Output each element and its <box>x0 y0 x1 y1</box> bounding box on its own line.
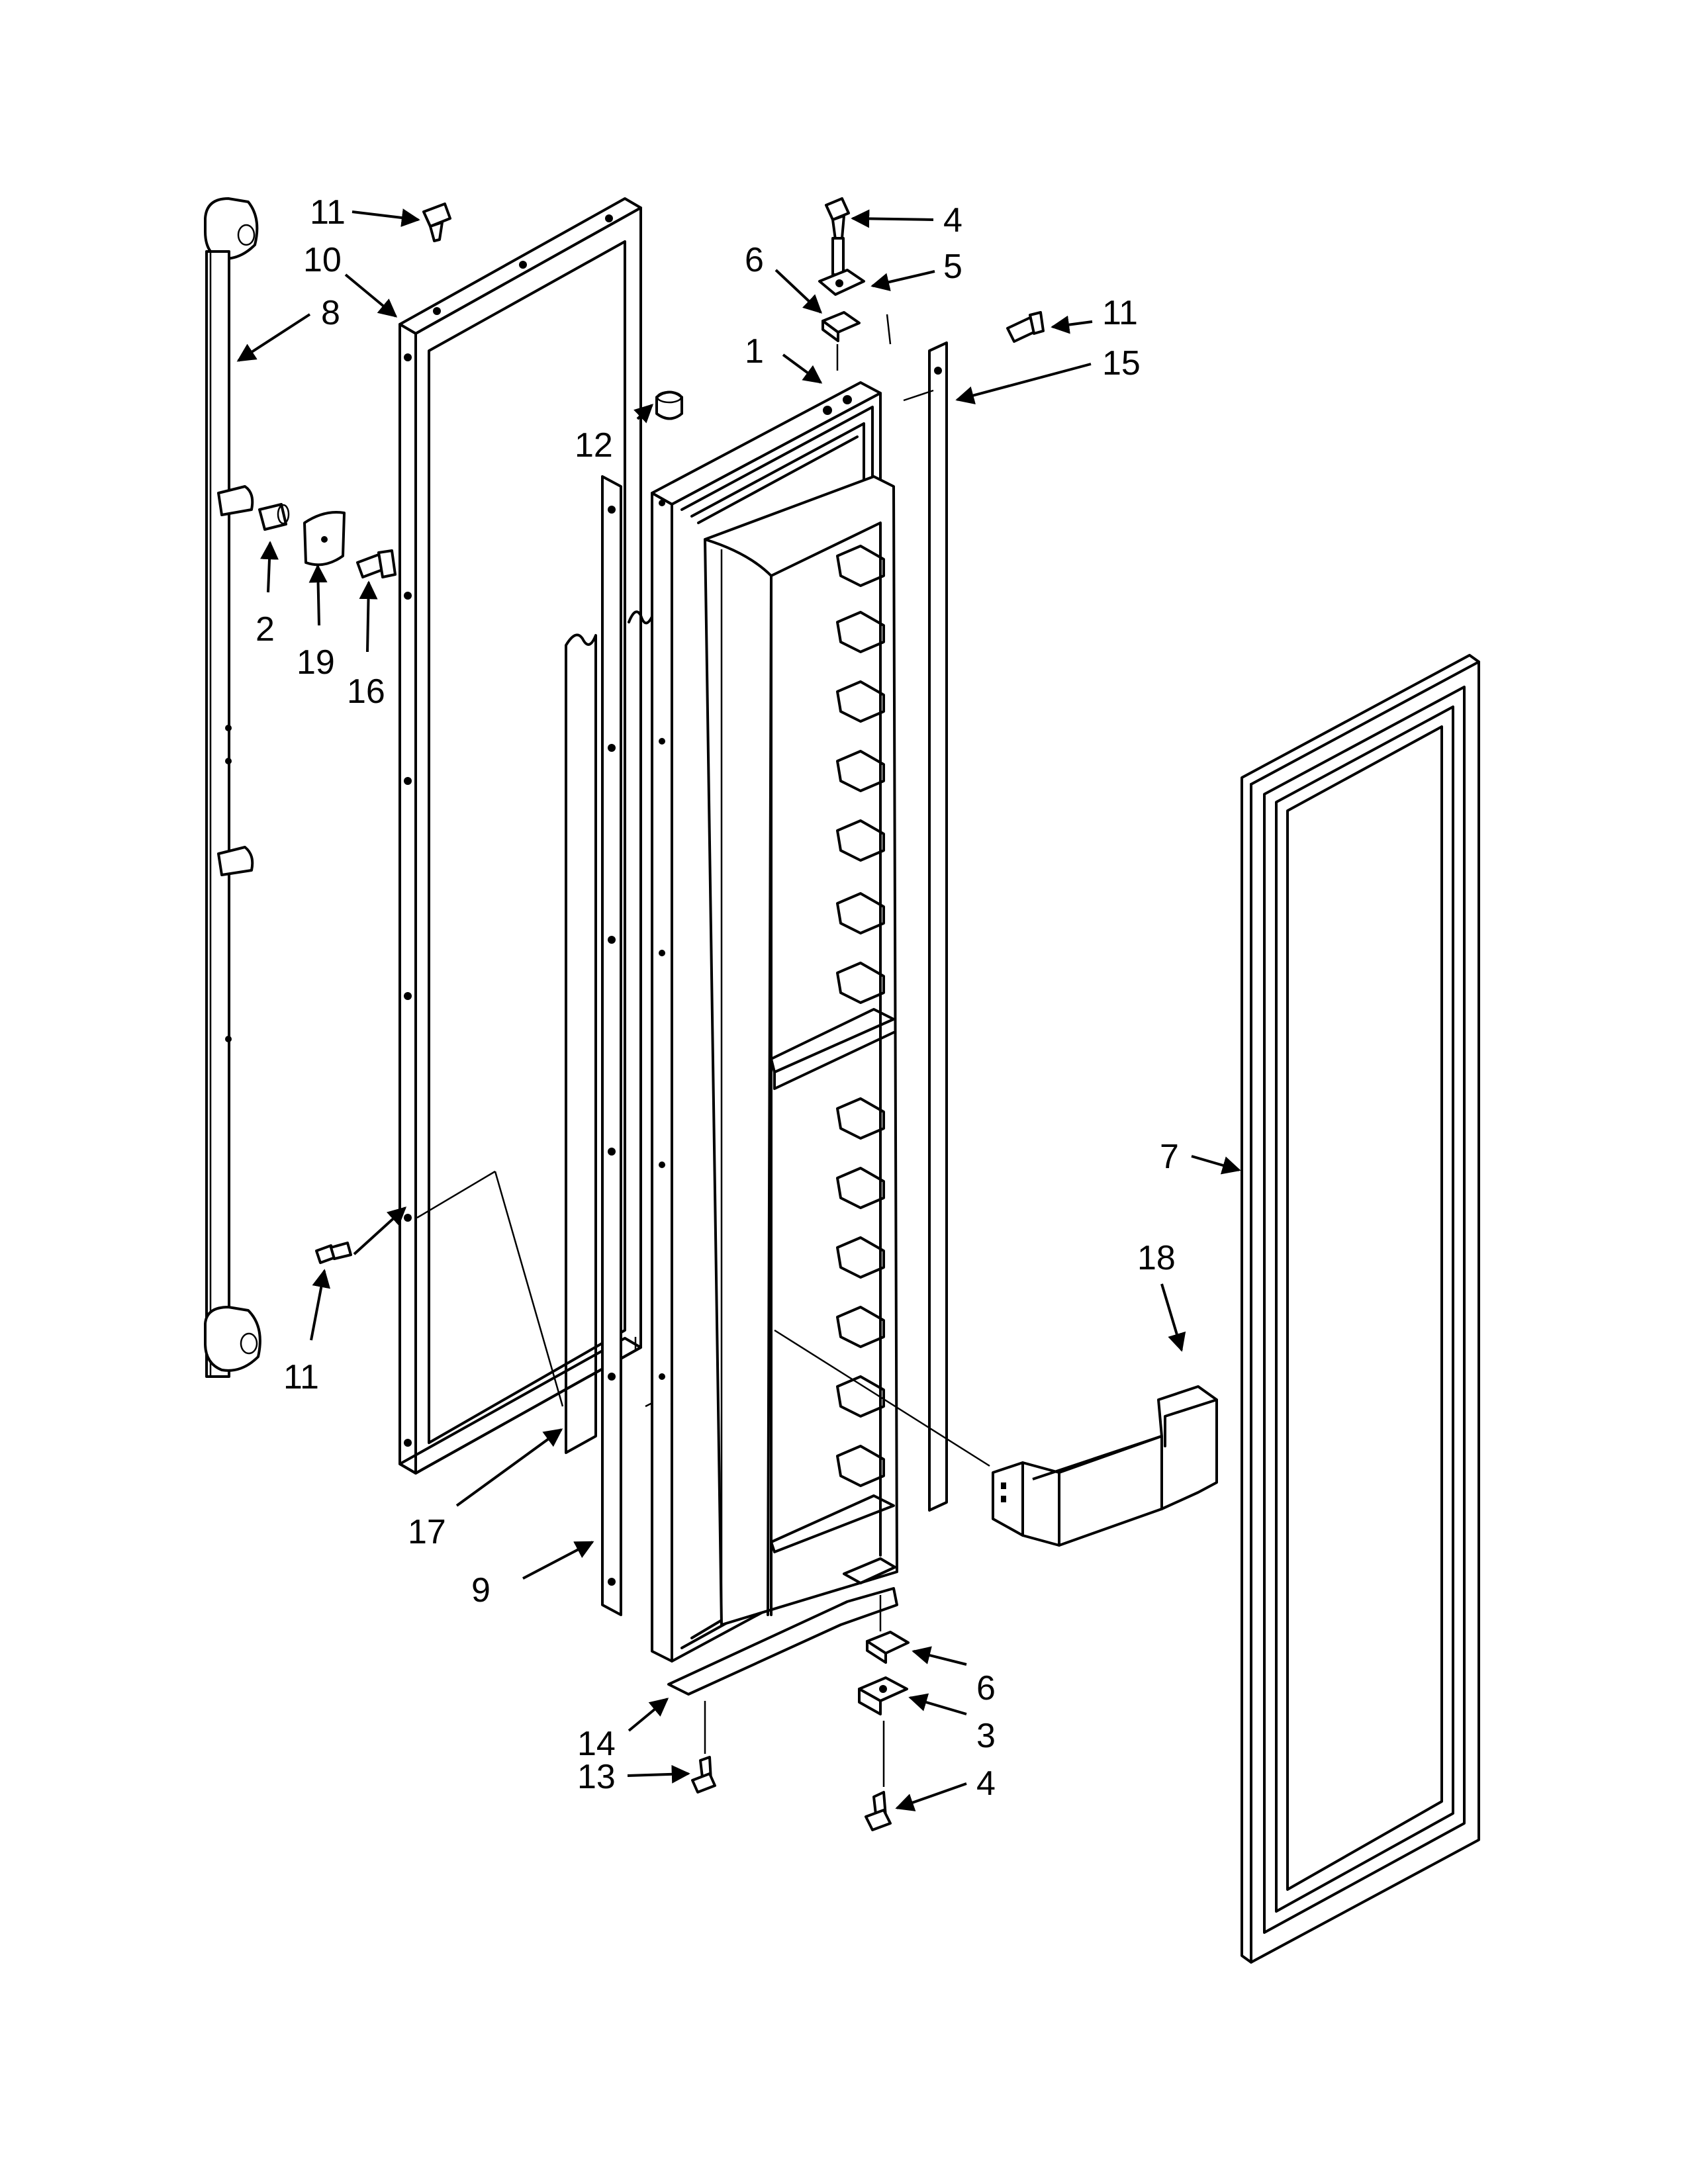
hinge-screw-part-4-bottom <box>865 1791 892 1831</box>
handle-stud-part-2 <box>258 503 290 531</box>
hinge-part-3-bottom <box>858 1676 908 1715</box>
hinge-screw-part-4-top <box>825 197 850 241</box>
callout-8: 8 <box>321 294 340 332</box>
trim-strip-part-9 <box>601 475 622 1616</box>
screw-part-11-top <box>422 203 451 242</box>
callout-6: 6 <box>976 1669 996 1707</box>
shelf-tabs <box>836 545 885 1487</box>
hinge-shim-part-6-bottom <box>866 1631 910 1664</box>
callout-4: 4 <box>976 1764 996 1803</box>
door-liner-part-1 <box>651 381 898 1662</box>
door-gasket-part-7 <box>1241 654 1480 1964</box>
callout-11: 11 <box>283 1358 319 1396</box>
door-panel-part-10 <box>399 197 642 1475</box>
plug-part-12 <box>655 390 683 420</box>
callout-7: 7 <box>1160 1138 1179 1176</box>
callout-16: 16 <box>347 672 385 711</box>
screw-part-13 <box>691 1756 716 1794</box>
callout-4: 4 <box>943 201 962 240</box>
spacer-part-19 <box>303 511 346 567</box>
callout-18: 18 <box>1137 1239 1176 1277</box>
callout-5: 5 <box>943 248 962 286</box>
callout-6: 6 <box>745 241 764 279</box>
leader-lines <box>236 208 1241 1811</box>
callout-13: 13 <box>577 1758 616 1796</box>
callout-10: 10 <box>303 241 342 279</box>
callout-14: 14 <box>577 1725 616 1763</box>
callout-12: 12 <box>575 426 613 465</box>
trim-strip-part-15 <box>928 341 948 1512</box>
screw-part-11-right <box>1006 311 1045 343</box>
callout-3: 3 <box>976 1717 996 1755</box>
connector-lines <box>416 314 990 1787</box>
door-bin-part-18 <box>992 1385 1218 1547</box>
callout-11: 11 <box>1102 294 1138 332</box>
callout-15: 15 <box>1102 344 1141 383</box>
callout-11: 11 <box>310 193 346 232</box>
screw-part-11-bottom <box>315 1242 352 1264</box>
callout-labels: 11 10 8 2 19 16 11 17 9 12 6 1 4 5 11 15… <box>256 193 1179 1803</box>
callout-9: 9 <box>471 1571 491 1610</box>
callout-19: 19 <box>297 643 335 682</box>
door-handle-part-8 <box>204 197 261 1378</box>
callout-2: 2 <box>256 610 275 649</box>
bracket-part-14 <box>667 1557 898 1696</box>
callout-17: 17 <box>408 1513 446 1551</box>
screw-part-16 <box>356 549 397 578</box>
hinge-part-5-top <box>818 237 865 296</box>
hinge-shim-part-6-top <box>821 311 861 342</box>
callout-1: 1 <box>745 332 764 371</box>
